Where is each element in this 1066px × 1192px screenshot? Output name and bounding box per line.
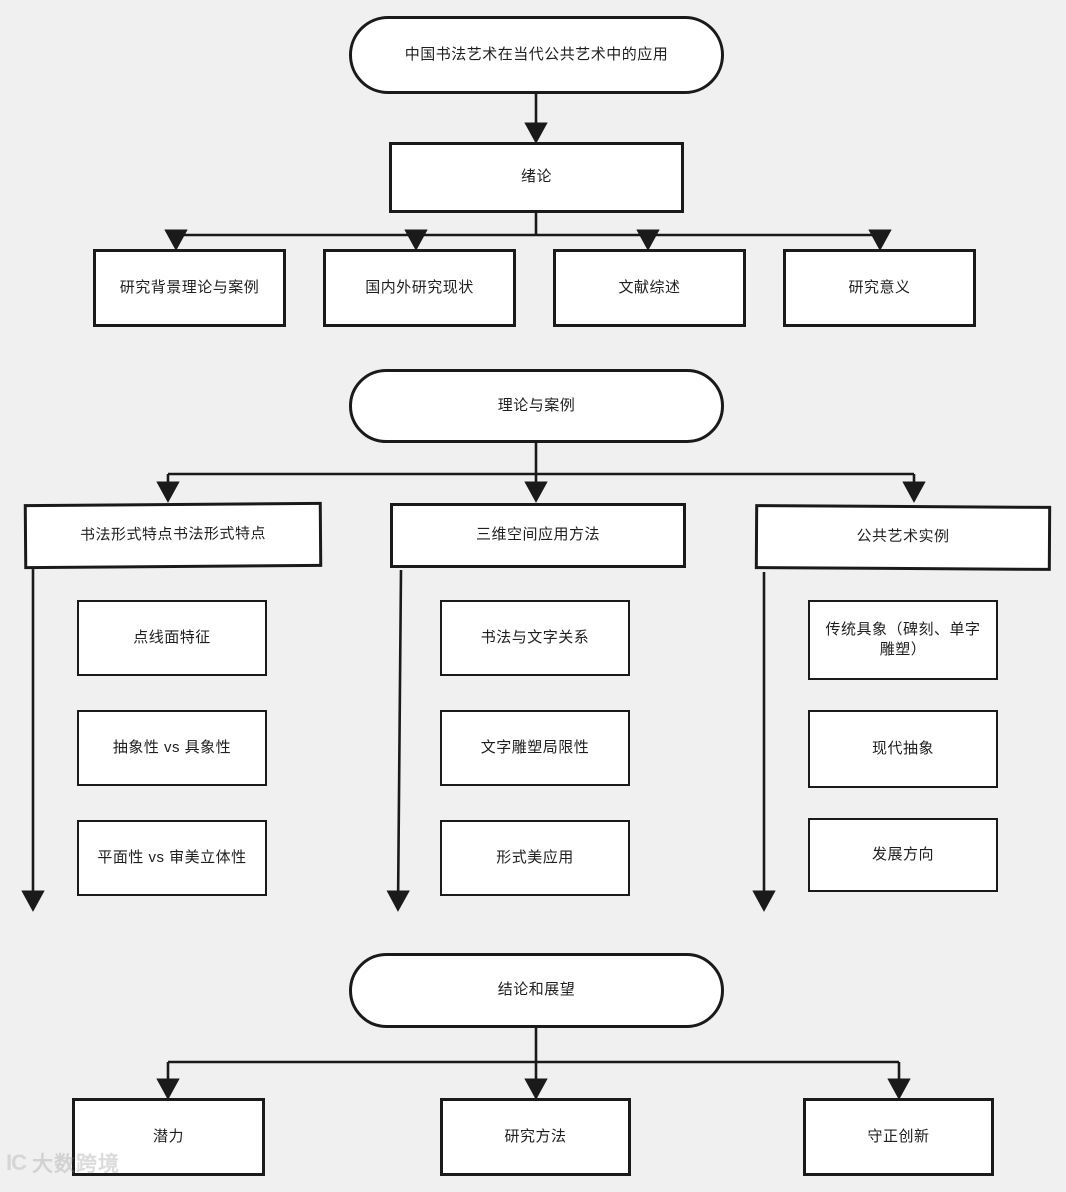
node-label: 中国书法艺术在当代公共艺术中的应用 — [404, 45, 669, 63]
node-label: 绪论 — [520, 168, 552, 186]
node-label: 现代抽象 — [871, 739, 934, 757]
node-label: 平面性 vs 审美立体性 — [97, 848, 247, 866]
node-item-col3-2[interactable]: 现代抽象 — [808, 710, 998, 788]
node-item-col2-1[interactable]: 书法与文字关系 — [440, 600, 630, 676]
node-root-title[interactable]: 中国书法艺术在当代公共艺术中的应用 — [349, 16, 724, 94]
node-intro-literature-review[interactable]: 文献综述 — [553, 249, 746, 327]
node-section-theory-header[interactable]: 理论与案例 — [349, 369, 724, 443]
node-label: 形式美应用 — [496, 848, 574, 866]
node-section-intro-header[interactable]: 绪论 — [389, 142, 684, 213]
node-item-col1-1[interactable]: 点线面特征 — [77, 600, 267, 676]
node-item-col1-2[interactable]: 抽象性 vs 具象性 — [77, 710, 267, 786]
node-column-header-public-art[interactable]: 公共艺术实例 — [754, 504, 1052, 571]
node-conclusion-innovation[interactable]: 守正创新 — [803, 1098, 994, 1176]
node-label: 公共艺术实例 — [856, 528, 950, 546]
node-intro-research-significance[interactable]: 研究意义 — [783, 249, 976, 327]
node-label: 抽象性 vs 具象性 — [112, 738, 232, 756]
node-label: 发展方向 — [871, 845, 934, 863]
node-item-col1-3[interactable]: 平面性 vs 审美立体性 — [77, 820, 267, 896]
node-intro-research-status[interactable]: 国内外研究现状 — [323, 249, 516, 327]
watermark-bottom-left: IC 大数跨境 — [6, 1148, 120, 1178]
watermark-label: 大数跨境 — [32, 1153, 120, 1176]
node-label: 点线面特征 — [133, 628, 211, 646]
node-item-col3-3[interactable]: 发展方向 — [808, 818, 998, 892]
node-label: 理论与案例 — [497, 396, 576, 414]
node-label: 潜力 — [152, 1127, 184, 1145]
edge-col2-flow — [386, 569, 410, 912]
node-item-col2-3[interactable]: 形式美应用 — [440, 820, 630, 896]
node-conclusion-research-method[interactable]: 研究方法 — [440, 1098, 631, 1176]
node-label: 书法形式特点书法形式特点 — [79, 525, 267, 545]
node-column-header-calligraphy-form[interactable]: 书法形式特点书法形式特点 — [23, 501, 323, 570]
node-label: 文字雕塑局限性 — [480, 738, 590, 756]
node-label: 传统具象（碑刻、单字雕塑） — [825, 620, 981, 658]
node-label: 书法与文字关系 — [480, 628, 590, 646]
node-label: 研究方法 — [504, 1127, 567, 1145]
node-label: 国内外研究现状 — [365, 278, 474, 296]
node-item-col2-2[interactable]: 文字雕塑局限性 — [440, 710, 630, 786]
node-label: 守正创新 — [867, 1127, 930, 1145]
node-label: 三维空间应用方法 — [475, 526, 600, 544]
node-item-col3-1[interactable]: 传统具象（碑刻、单字雕塑） — [808, 600, 998, 680]
node-label: 研究背景理论与案例 — [119, 278, 260, 296]
node-column-header-3d-space[interactable]: 三维空间应用方法 — [390, 503, 686, 568]
node-label: 结论和展望 — [497, 981, 576, 999]
node-intro-research-background[interactable]: 研究背景理论与案例 — [93, 249, 286, 327]
watermark-logo-icon: IC — [6, 1150, 27, 1175]
node-label: 研究意义 — [848, 278, 911, 296]
node-section-conclusion-header[interactable]: 结论和展望 — [349, 953, 724, 1028]
node-label: 文献综述 — [618, 278, 681, 296]
